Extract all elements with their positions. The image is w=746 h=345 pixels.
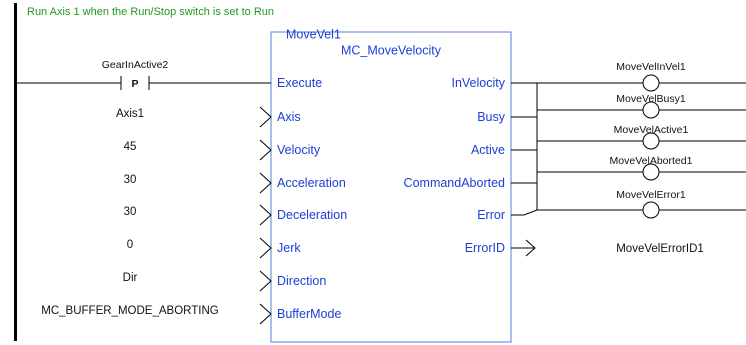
pin-buffermode: BufferMode xyxy=(277,307,341,321)
input-value-deceleration[interactable]: 30 xyxy=(124,206,137,218)
left-power-rail xyxy=(14,3,17,341)
coil-label-invelocity[interactable]: MoveVelInVel1 xyxy=(616,61,686,73)
input-arrow-deceleration xyxy=(259,204,272,226)
pin-acceleration: Acceleration xyxy=(277,176,346,190)
input-value-direction[interactable]: Dir xyxy=(123,272,138,284)
pin-busy: Busy xyxy=(477,110,506,124)
input-arrow-axis xyxy=(259,106,272,128)
pin-axis: Axis xyxy=(277,110,301,124)
pin-direction: Direction xyxy=(277,274,326,288)
execute-contact-variable[interactable]: GearInActive2 xyxy=(102,59,169,71)
input-value-velocity[interactable]: 45 xyxy=(124,141,137,153)
input-arrow-buffermode xyxy=(259,303,272,325)
pin-active: Active xyxy=(471,143,505,157)
output-arrow-errorid-head xyxy=(525,239,536,257)
block-type-name: MC_MoveVelocity xyxy=(341,43,442,57)
input-arrow-jerk xyxy=(259,237,272,259)
block-instance-name[interactable]: MoveVel1 xyxy=(286,27,341,41)
coil-label-error[interactable]: MoveVelError1 xyxy=(616,189,686,201)
coil-label-commandaborted[interactable]: MoveVelAborted1 xyxy=(610,155,693,167)
pin-jerk: Jerk xyxy=(277,241,301,255)
coil-label-busy[interactable]: MoveVelBusy1 xyxy=(616,93,686,105)
input-arrow-direction xyxy=(259,270,272,292)
pin-error: Error xyxy=(477,208,505,222)
function-block[interactable] xyxy=(270,31,512,343)
input-value-buffermode[interactable]: MC_BUFFER_MODE_ABORTING xyxy=(41,305,218,317)
input-arrow-acceleration xyxy=(259,172,272,194)
output-variable-errorid[interactable]: MoveVelErrorID1 xyxy=(616,243,704,255)
coil-invelocity[interactable] xyxy=(642,74,660,92)
output-stub-error xyxy=(511,209,538,216)
input-value-jerk[interactable]: 0 xyxy=(127,239,133,251)
pin-execute: Execute xyxy=(277,76,322,90)
rung-comment: Run Axis 1 when the Run/Stop switch is s… xyxy=(27,6,274,18)
pin-errorid: ErrorID xyxy=(465,241,505,255)
pin-invelocity: InVelocity xyxy=(451,76,505,90)
input-value-axis[interactable]: Axis1 xyxy=(116,108,144,120)
pin-deceleration: Deceleration xyxy=(277,208,347,222)
pin-velocity: Velocity xyxy=(277,143,321,157)
coil-label-active[interactable]: MoveVelActive1 xyxy=(614,124,689,136)
input-arrow-velocity xyxy=(259,139,272,161)
input-value-acceleration[interactable]: 30 xyxy=(124,174,137,186)
output-wire-busy-branch xyxy=(511,83,538,118)
contact-type-label: P xyxy=(131,78,138,90)
pin-commandaborted: CommandAborted xyxy=(404,176,505,190)
coil-error[interactable] xyxy=(642,201,660,219)
